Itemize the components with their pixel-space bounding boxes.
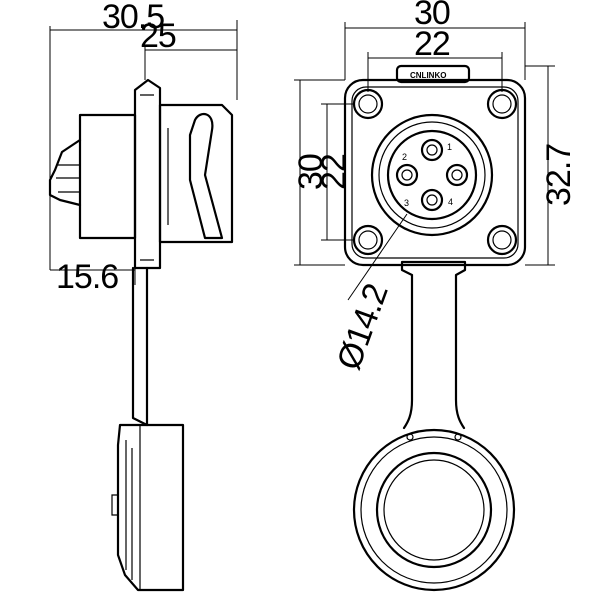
side-flange <box>133 78 162 270</box>
pin-right <box>445 163 469 187</box>
side-front-body <box>158 103 234 244</box>
dim-side-total-width: 30.5 <box>102 0 164 36</box>
mounting-hole-top-left <box>352 88 384 120</box>
dim-front-width: 30 <box>414 0 450 32</box>
side-dimensions: 30.5 25 15.6 <box>49 0 238 296</box>
pin-label-3: 3 <box>404 198 409 208</box>
dim-panel-cutout-diameter: Ø14.2 <box>330 279 396 374</box>
pin-bottom <box>420 188 444 212</box>
mounting-hole-bottom-right <box>486 224 518 256</box>
front-tether <box>400 260 467 430</box>
dust-cap-inner <box>375 451 493 569</box>
dim-side-flange-offset: 15.6 <box>56 258 118 296</box>
front-view: CNLINKO 1 2 3 4 <box>343 64 527 592</box>
front-dimensions: 30 22 30 22 32.7 Ø14.2 <box>292 0 578 375</box>
side-view <box>48 78 234 592</box>
side-latch <box>188 112 224 240</box>
side-rear-body <box>78 113 137 240</box>
logo-plate <box>395 64 471 84</box>
dim-front-hole-spacing-h: 22 <box>414 25 450 63</box>
pin-label-2: 2 <box>402 152 407 162</box>
dim-front-hole-spacing-v: 22 <box>315 154 353 190</box>
socket-outer-ring <box>370 113 494 237</box>
dust-cap-outer <box>352 428 516 592</box>
logo-text: CNLINKO <box>410 71 446 80</box>
side-tether <box>131 266 149 427</box>
mounting-hole-bottom-left <box>352 224 384 256</box>
front-flange <box>343 78 527 267</box>
dim-front-total-height: 32.7 <box>540 144 578 206</box>
side-rear-terminals <box>48 138 82 207</box>
side-dust-cap <box>116 423 185 592</box>
dim-front-height: 30 <box>292 154 330 190</box>
pin-label-4: 4 <box>448 197 453 207</box>
pin-top <box>420 138 444 162</box>
pin-label-1: 1 <box>447 142 452 152</box>
pin-left <box>395 163 419 187</box>
dim-side-body-width: 25 <box>140 17 176 55</box>
socket-insert <box>386 129 478 221</box>
mounting-hole-top-right <box>486 88 518 120</box>
